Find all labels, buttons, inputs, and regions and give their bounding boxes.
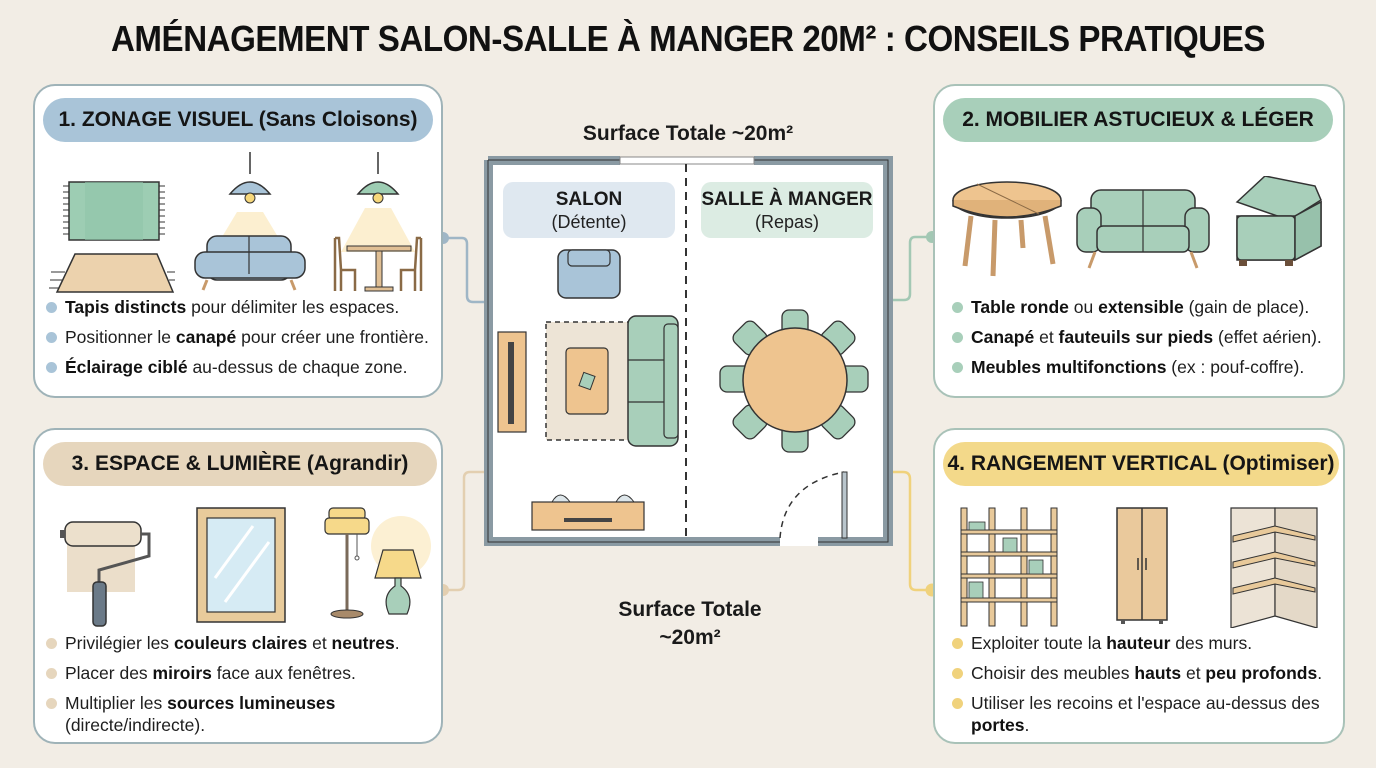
bullet-list: Privilégier les couleurs claires et neut… bbox=[45, 628, 400, 736]
surface-label-line1: Surface Totale bbox=[618, 598, 762, 621]
bookshelf-icon bbox=[960, 507, 1058, 627]
mirror-icon bbox=[196, 507, 286, 623]
list-item: Privilégier les couleurs claires et neut… bbox=[45, 628, 400, 658]
lamps-icon bbox=[324, 507, 431, 619]
bullet-list: Tapis distincts pour délimiter les espac… bbox=[45, 292, 429, 382]
surface-label-top: Surface Totale ~20m² bbox=[582, 122, 794, 145]
rug-icon bbox=[49, 181, 175, 293]
list-item: Table ronde ou extensible (gain de place… bbox=[951, 292, 1322, 322]
surface-label-bottom: Surface Totale ~20m² bbox=[560, 596, 820, 652]
bullet-list: Exploiter toute la hauteur des murs. Cho… bbox=[951, 628, 1335, 736]
panel-heading: 4. RANGEMENT VERTICAL (Optimiser) bbox=[943, 442, 1339, 486]
sofa-icon bbox=[1076, 189, 1210, 269]
storage-ottoman-icon bbox=[1235, 176, 1322, 266]
zone-label-dining: SALLE À MANGER (Repas) bbox=[701, 182, 873, 238]
panel-heading: 2. MOBILIER ASTUCIEUX & LÉGER bbox=[943, 98, 1333, 142]
list-item: Utiliser les recoins et l'espace au-dess… bbox=[951, 692, 1335, 736]
corner-shelves-icon bbox=[1230, 507, 1318, 628]
list-item: Tapis distincts pour délimiter les espac… bbox=[45, 292, 429, 322]
surface-label-line2: ~20m² bbox=[659, 626, 721, 649]
panel-space-light: 3. ESPACE & LUMIÈRE (Agrandir) bbox=[33, 428, 443, 744]
wardrobe-icon bbox=[1116, 507, 1168, 624]
list-item: Canapé et fauteuils sur pieds (effet aér… bbox=[951, 322, 1322, 352]
list-item: Positionner le canapé pour créer une fro… bbox=[45, 322, 429, 352]
round-table-icon bbox=[952, 181, 1062, 277]
panel-heading: 1. ZONAGE VISUEL (Sans Cloisons) bbox=[43, 98, 433, 142]
page-title: AMÉNAGEMENT SALON-SALLE À MANGER 20M² : … bbox=[110, 18, 1266, 59]
panel-visual-zoning: 1. ZONAGE VISUEL (Sans Cloisons) bbox=[33, 84, 443, 398]
pendant-lamp-sofa-icon bbox=[194, 152, 306, 291]
list-item: Exploiter toute la hauteur des murs. bbox=[951, 628, 1335, 658]
panel-heading: 3. ESPACE & LUMIÈRE (Agrandir) bbox=[43, 442, 437, 486]
list-item: Choisir des meubles hauts et peu profond… bbox=[951, 658, 1335, 688]
list-item: Meubles multifonctions (ex : pouf-coffre… bbox=[951, 352, 1322, 382]
list-item: Éclairage ciblé au-dessus de chaque zone… bbox=[45, 352, 429, 382]
zone-label-salon: SALON (Détente) bbox=[503, 182, 675, 238]
paint-roller-icon bbox=[60, 521, 151, 627]
list-item: Multiplier les sources lumineuses(direct… bbox=[45, 692, 345, 736]
list-item: Placer des miroirs face aux fenêtres. bbox=[45, 658, 400, 688]
pendant-lamp-dining-icon bbox=[333, 152, 423, 292]
panel-smart-furniture: 2. MOBILIER ASTUCIEUX & LÉGER bbox=[933, 84, 1345, 398]
panel-vertical-storage: 4. RANGEMENT VERTICAL (Optimiser) bbox=[933, 428, 1345, 744]
bullet-list: Table ronde ou extensible (gain de place… bbox=[951, 292, 1322, 382]
